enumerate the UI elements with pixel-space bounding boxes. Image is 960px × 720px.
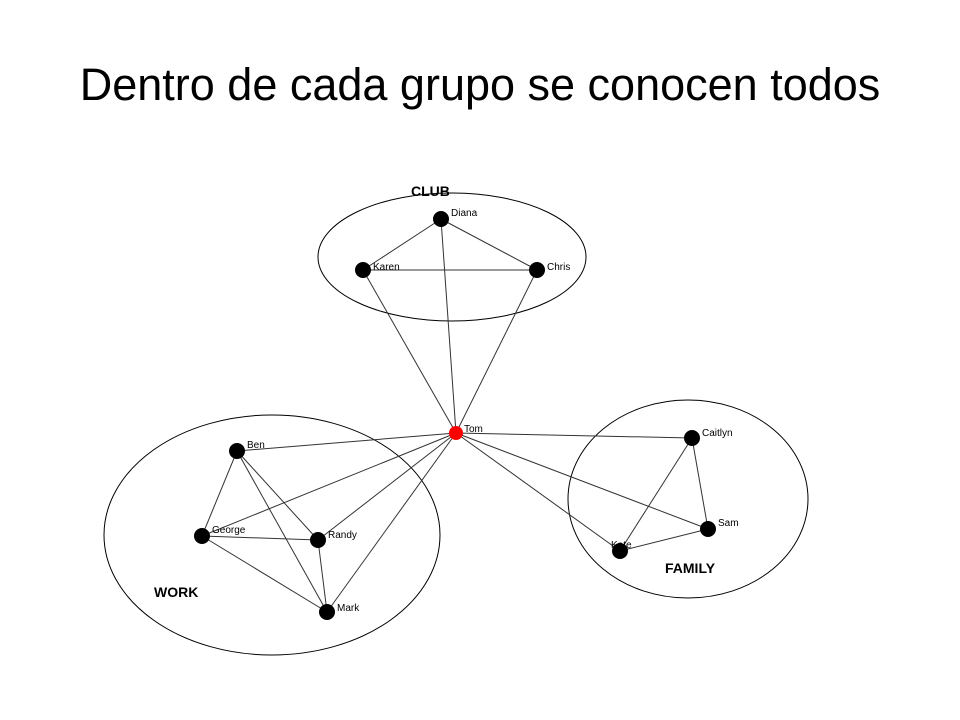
group-label-club: CLUB (411, 183, 450, 199)
edge-caitlyn-kate (619, 437, 693, 552)
node-karen (355, 262, 371, 278)
node-mark (319, 604, 335, 620)
node-label-diana: Diana (451, 208, 478, 219)
edge-tom-ben (236, 432, 457, 452)
node-label-caitlyn: Caitlyn (702, 428, 733, 439)
node-label-chris: Chris (547, 262, 570, 273)
node-chris (529, 262, 545, 278)
edges (201, 218, 709, 613)
edge-george-mark (201, 535, 328, 613)
page-title: Dentro de cada grupo se conocen todos (79, 59, 881, 110)
node-label-ben: Ben (247, 440, 265, 451)
node-label-kate: Kate (611, 540, 632, 551)
edge-diana-chris (440, 218, 538, 271)
node-label-tom: Tom (464, 424, 483, 435)
node-tom (449, 426, 463, 440)
edge-ben-george (201, 450, 238, 537)
node-sam (700, 521, 716, 537)
edge-tom-kate (455, 432, 621, 552)
node-label-karen: Karen (373, 262, 400, 273)
edge-diana-karen (362, 218, 442, 271)
node-ben (229, 443, 245, 459)
group-label-family: FAMILY (665, 560, 716, 576)
node-diana (433, 211, 449, 227)
group-ellipse-family (567, 399, 809, 599)
node-label-sam: Sam (718, 518, 739, 529)
node-label-mark: Mark (337, 603, 360, 614)
edge-sam-kate (619, 528, 709, 552)
group-label-work: WORK (154, 584, 198, 600)
edge-tom-caitlyn (455, 432, 693, 439)
node-label-george: George (212, 525, 246, 536)
node-kate (612, 543, 628, 559)
edge-tom-karen (362, 269, 457, 434)
group-ellipse-work (103, 414, 441, 656)
group-ellipse-club (317, 192, 587, 322)
edge-caitlyn-sam (691, 437, 709, 530)
edge-tom-sam (455, 432, 709, 530)
node-caitlyn (684, 430, 700, 446)
edge-ben-randy (236, 450, 319, 541)
edge-tom-randy (317, 432, 457, 541)
edge-tom-george (201, 432, 457, 537)
node-label-randy: Randy (328, 530, 357, 541)
node-george (194, 528, 210, 544)
node-randy (310, 532, 326, 548)
edge-randy-mark (317, 539, 328, 613)
edge-tom-mark (326, 432, 457, 613)
edge-ben-mark (236, 450, 328, 613)
edge-george-randy (201, 535, 319, 541)
edge-tom-diana (440, 218, 457, 434)
group-ellipses: CLUB WORK FAMILY (103, 183, 809, 656)
edge-tom-chris (455, 269, 538, 434)
